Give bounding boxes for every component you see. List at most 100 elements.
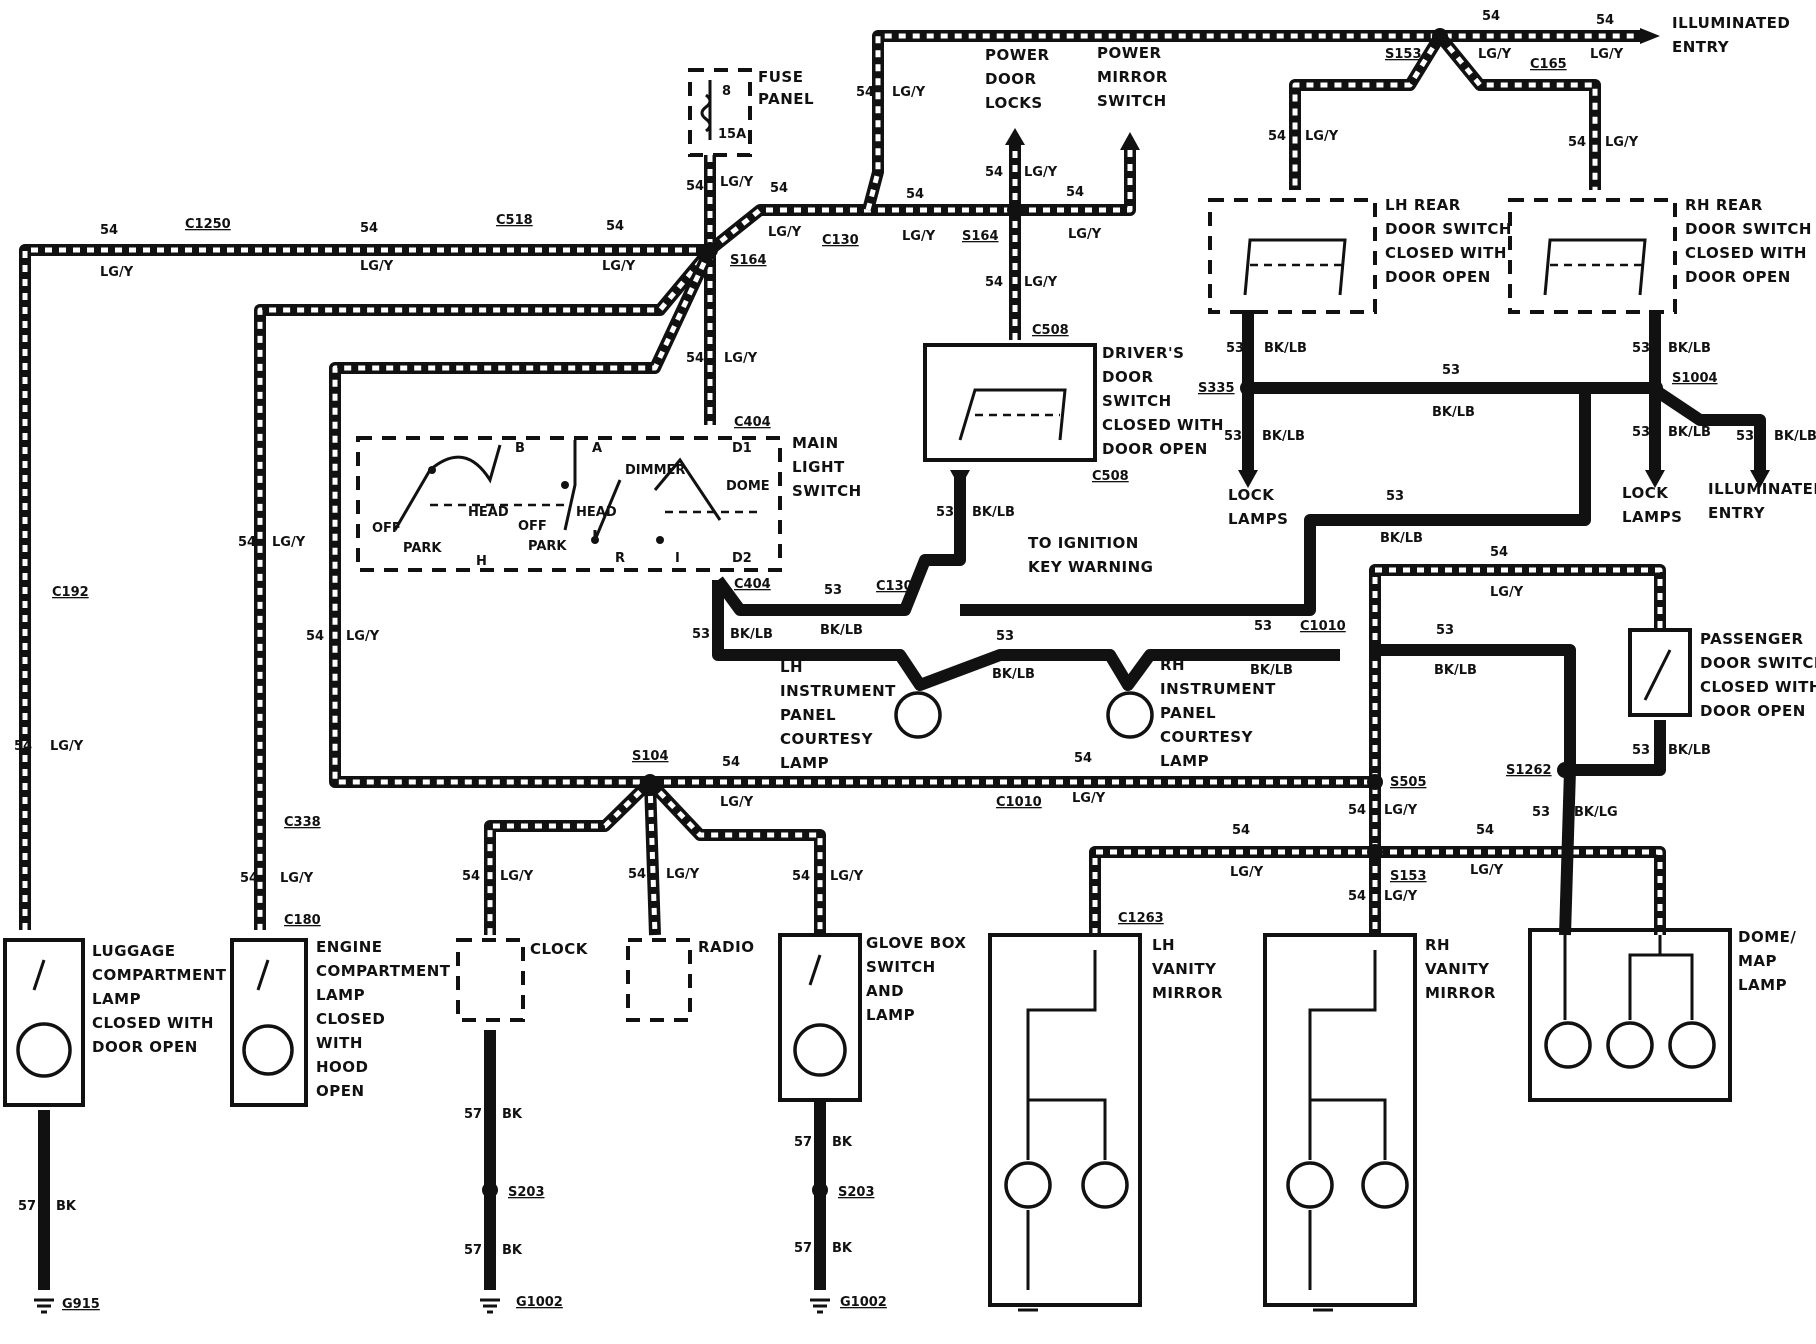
luggage-2: COMPARTMENT	[92, 966, 227, 984]
wire-code: 53	[1442, 363, 1460, 378]
wire-code: LG/Y	[666, 867, 700, 882]
power-door-locks-2: DOOR	[985, 70, 1037, 88]
wire-code: LG/Y	[360, 259, 394, 274]
wire-code: 54	[628, 867, 646, 882]
wire-code: LG/Y	[724, 351, 758, 366]
passenger-3: CLOSED WITH	[1700, 678, 1816, 696]
wire-code: 57	[464, 1243, 482, 1258]
dome-map-box	[1528, 928, 1732, 1102]
bklb-wires	[38, 310, 1766, 1290]
wire-code: LG/Y	[768, 225, 802, 240]
wire-code: LG/Y	[1478, 47, 1512, 62]
lock-lamps-right-1: LOCK	[1622, 484, 1669, 502]
splice-s203-left: S203	[508, 1185, 545, 1200]
lh-rear-1: LH REAR	[1385, 196, 1461, 214]
rh-ip-2: INSTRUMENT	[1160, 680, 1276, 698]
wire-code: LG/Y	[1384, 803, 1418, 818]
wire-code: LG/Y	[892, 85, 926, 100]
wire-code: LG/Y	[720, 175, 754, 190]
wire-code: 54	[1348, 803, 1366, 818]
wire-code: BK/LB	[820, 623, 863, 638]
rh-ip-4: COURTESY	[1160, 728, 1254, 746]
msw-park2: PARK	[528, 539, 567, 554]
connector-c338: C338	[284, 815, 321, 830]
luggage-4: CLOSED WITH	[92, 1014, 214, 1032]
connector-c130-mid: C130	[876, 579, 913, 594]
dome-map-2: MAP	[1738, 952, 1777, 970]
msw-head2: HEAD	[576, 505, 617, 520]
drivers-door-switch	[923, 343, 1097, 462]
wire-code: 54	[1476, 823, 1494, 838]
ground-g1002-right: G1002	[840, 1295, 887, 1310]
lh-rear-3: CLOSED WITH	[1385, 244, 1507, 262]
to-ignition-1: TO IGNITION	[1028, 534, 1139, 552]
wire-code: LG/Y	[1470, 863, 1504, 878]
lh-ip-4: COURTESY	[780, 730, 874, 748]
glove-4: LAMP	[866, 1006, 915, 1024]
msw-d1: D1	[732, 441, 752, 456]
passenger-4: DOOR OPEN	[1700, 702, 1806, 720]
wire-code: 54	[792, 869, 810, 884]
power-door-locks-3: LOCKS	[985, 94, 1043, 112]
rh-vanity-3: MIRROR	[1425, 984, 1496, 1002]
wire-code: 57	[794, 1241, 812, 1256]
wire-code: 54	[722, 755, 740, 770]
wire-code: 54	[1482, 9, 1500, 24]
wire-code: LG/Y	[500, 869, 534, 884]
passenger-2: DOOR SWITCH	[1700, 654, 1816, 672]
wire-code: 53	[1736, 429, 1754, 444]
wire-code: 57	[18, 1199, 36, 1214]
lh-rear-2: DOOR SWITCH	[1385, 220, 1512, 238]
wire-code: 54	[14, 739, 32, 754]
rh-rear-door-switch	[1508, 198, 1677, 314]
passenger-door-switch	[1628, 628, 1692, 717]
fuse-panel-label-1: FUSE	[758, 68, 803, 86]
wire-code: 54	[1568, 135, 1586, 150]
wire-code: 53	[1224, 429, 1242, 444]
drivers-door-1: DRIVER'S	[1102, 344, 1184, 362]
connector-c518: C518	[496, 213, 533, 228]
msw-d2: D2	[732, 551, 752, 566]
wire-code: BK/LB	[1264, 341, 1307, 356]
wire-code: LG/Y	[602, 259, 636, 274]
wire-code: BK/LB	[1262, 429, 1305, 444]
illuminated-entry-right-2: ENTRY	[1708, 504, 1766, 522]
wire-code: BK/LB	[1668, 341, 1711, 356]
wire-code: 54	[1074, 751, 1092, 766]
luggage-5: DOOR OPEN	[92, 1038, 198, 1056]
wire-code: 54	[462, 869, 480, 884]
msw-off1: OFF	[372, 521, 401, 536]
wire-code: 54	[686, 179, 704, 194]
dome-map-1: DOME/	[1738, 928, 1796, 946]
wire-code: BK	[56, 1199, 77, 1214]
wire-code: 54	[1348, 889, 1366, 904]
msw-i: I	[675, 551, 680, 566]
clock-label: CLOCK	[530, 940, 589, 958]
ground-g1002-left: G1002	[516, 1295, 563, 1310]
drivers-door-3: SWITCH	[1102, 392, 1172, 410]
wire-code: 53	[936, 505, 954, 520]
luggage-1: LUGGAGE	[92, 942, 176, 960]
to-ignition-2: KEY WARNING	[1028, 558, 1154, 576]
wire-code: 54	[906, 187, 924, 202]
wire-code: 54	[240, 871, 258, 886]
lock-lamps-right-2: LAMPS	[1622, 508, 1682, 526]
msw-b: B	[515, 441, 525, 456]
wire-code: LG/Y	[100, 265, 134, 280]
msw-dimmer: DIMMER	[625, 463, 685, 478]
engine-3: LAMP	[316, 986, 365, 1004]
engine-6: HOOD	[316, 1058, 369, 1076]
msw-off2: OFF	[518, 519, 547, 534]
wire-code: 54	[360, 221, 378, 236]
fuse-pin-8: 8	[722, 84, 731, 99]
wire-code: BK/LB	[1380, 531, 1423, 546]
wire-code: LG/Y	[1068, 227, 1102, 242]
wire-code: LG/Y	[902, 229, 936, 244]
main-light-switch	[356, 436, 782, 572]
arrow-icons	[950, 28, 1770, 488]
wire-code: 53	[1632, 341, 1650, 356]
lh-vanity-1: LH	[1152, 936, 1175, 954]
connector-c1010-right: C1010	[1300, 619, 1346, 634]
wire-code: BK/LB	[1774, 429, 1816, 444]
